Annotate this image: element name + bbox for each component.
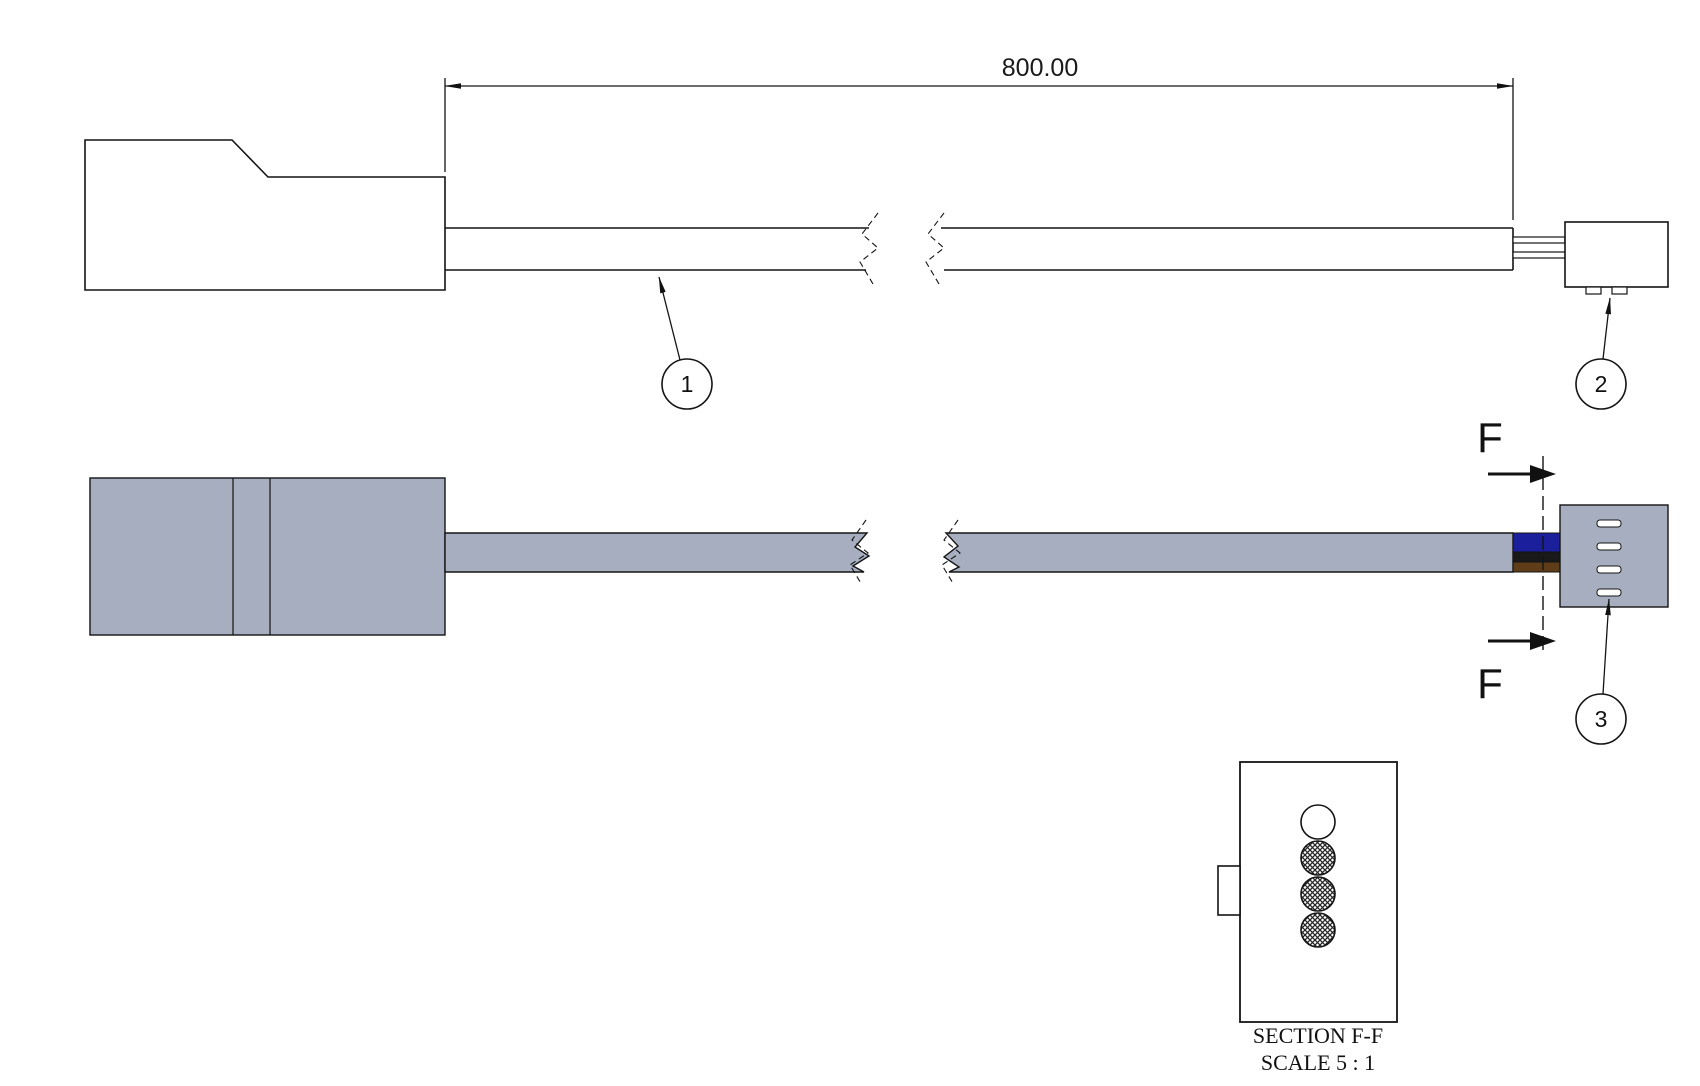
end-connector-outline [1564,221,1669,288]
balloon-1-leader [658,276,681,361]
top-line-view [84,139,1669,295]
balloon-2-circle [1575,358,1627,410]
break-mark-shaded-left [849,519,869,586]
end-connector-foot-right [1611,286,1628,295]
balloon-callout-1: 1 [658,276,713,410]
dimension-value: 800.00 [1002,54,1078,82]
connector-slot-1 [1596,519,1622,528]
terminal-pin-lower [1512,251,1566,259]
cable-shaded-left [444,532,871,573]
cable-shaded-right [942,532,1514,573]
balloon-3-number: 3 [1595,706,1608,732]
balloon-1-circle [661,358,713,410]
shaded-view [89,477,1669,636]
section-wire-hole-empty [1300,804,1336,840]
section-view-title: SECTION F-F [1253,1023,1383,1048]
balloon-3-circle [1575,693,1627,745]
wire-blue [1512,532,1561,553]
balloon-callout-2: 2 [1575,297,1627,410]
section-letter-top: F [1477,414,1503,461]
section-wire-hole-1 [1300,840,1336,876]
section-cut-marks: F F [1477,414,1556,707]
terminal-pin-upper [1512,236,1566,244]
balloon-callout-3: 3 [1575,598,1627,745]
dimension-800: 800.00 [444,54,1514,220]
section-wire-hole-3 [1300,912,1336,948]
balloon-2-number: 2 [1595,371,1608,397]
section-view-scale: SCALE 5 : 1 [1261,1050,1375,1075]
housing-shaded [89,477,446,636]
section-letter-bottom: F [1477,660,1503,707]
connector-slot-3 [1596,565,1622,574]
section-ff-view: SECTION F-F SCALE 5 : 1 [1217,761,1398,1075]
section-side-tab [1217,865,1241,916]
connector-slot-4 [1596,588,1622,597]
housing-outline [84,139,446,291]
balloon-3-leader [1602,598,1611,695]
wire-black [1512,551,1561,563]
end-connector-foot-left [1585,286,1602,295]
connector-slot-2 [1596,542,1622,551]
break-mark-shaded-right [941,519,961,586]
section-arrow-top-head [1530,465,1556,483]
section-arrow-bottom-head [1530,632,1556,650]
wire-brown [1512,561,1561,573]
balloon-2-leader [1602,297,1611,360]
section-wire-hole-2 [1300,876,1336,912]
balloon-1-number: 1 [681,371,694,397]
